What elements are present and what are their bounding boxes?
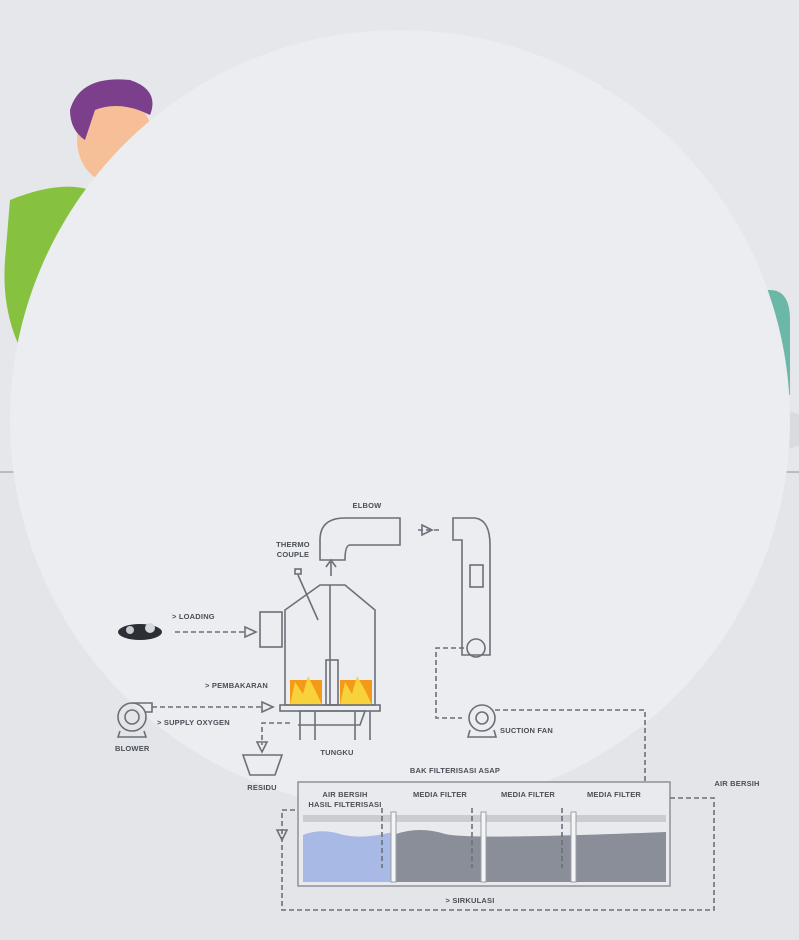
suction-fan-icon — [466, 704, 498, 738]
waste-pile-icon — [118, 623, 162, 640]
label-thermo: THERMO — [276, 540, 310, 549]
label-elbow: ELBOW — [353, 501, 383, 510]
elbow-pipe — [319, 517, 401, 561]
process-diagram: ELBOW THERMO COUPLE TUNGKU — [0, 30, 799, 940]
furnace-tungku — [259, 584, 381, 740]
label-suction-fan: SUCTION FAN — [500, 726, 553, 735]
label-media-filter-3: MEDIA FILTER — [587, 790, 641, 799]
label-residu: RESIDU — [247, 783, 277, 792]
vertical-duct — [452, 517, 491, 656]
thermocouple-icon — [294, 568, 302, 575]
clean-water — [303, 831, 393, 882]
label-sirkulasi: > SIRKULASI — [445, 896, 494, 905]
label-couple: COUPLE — [277, 550, 309, 559]
label-bak-filterisasi: BAK FILTERISASI ASAP — [410, 766, 500, 775]
residu-bin — [241, 754, 284, 776]
label-blower: BLOWER — [115, 744, 150, 753]
filter-tank — [297, 781, 671, 887]
filter-media — [396, 830, 666, 882]
label-air-bersih: AIR BERSIH — [714, 779, 759, 788]
duct-fan-icon — [466, 638, 486, 658]
label-tungku: TUNGKU — [320, 748, 353, 757]
label-supply-oxygen: > SUPPLY OXYGEN — [157, 718, 230, 727]
label-air-bersih-hasil-1: AIR BERSIH — [322, 790, 367, 799]
label-loading: > LOADING — [172, 612, 215, 621]
label-air-bersih-hasil-2: HASIL FILTERISASI — [308, 800, 381, 809]
label-media-filter-2: MEDIA FILTER — [501, 790, 555, 799]
label-pembakaran: > PEMBAKARAN — [205, 681, 268, 690]
label-media-filter-1: MEDIA FILTER — [413, 790, 467, 799]
